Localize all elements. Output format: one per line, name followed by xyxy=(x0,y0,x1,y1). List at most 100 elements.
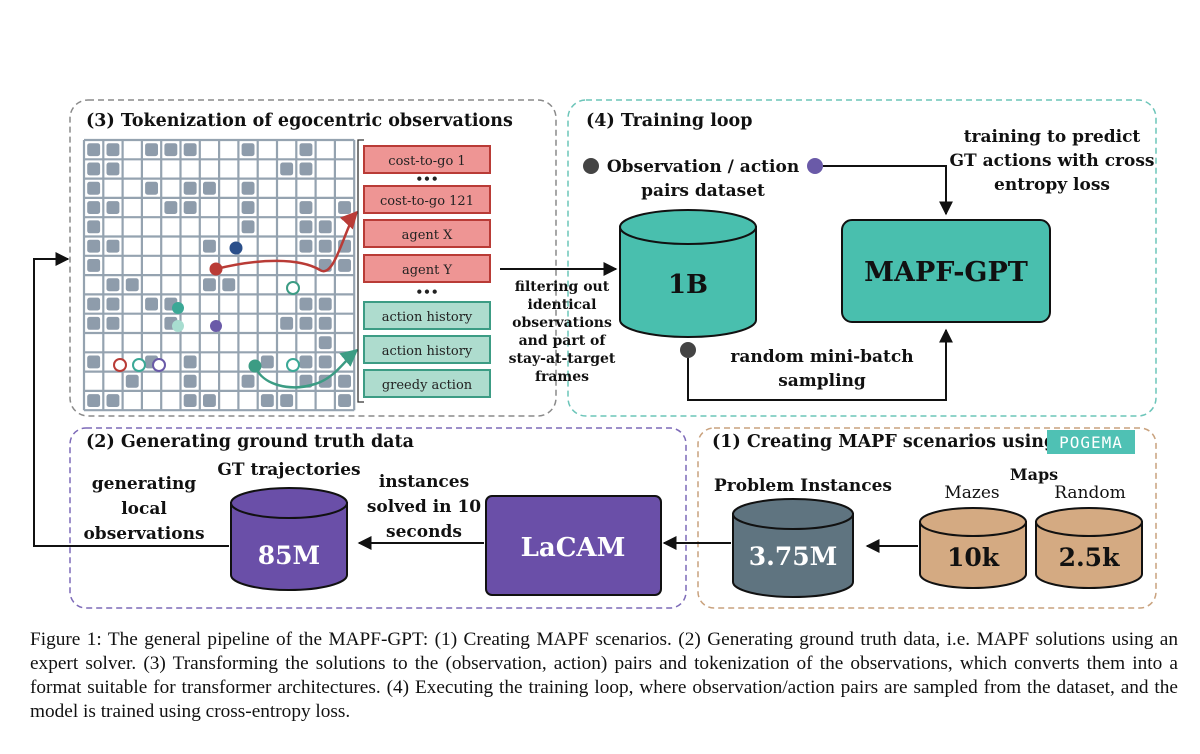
obstacle-cell xyxy=(203,394,216,407)
random-size: 2.5k xyxy=(1059,543,1120,572)
mapf-scenarios-section xyxy=(697,427,1157,609)
obstacle-cell xyxy=(164,143,178,157)
obstacle-cell xyxy=(260,355,274,369)
token-bracket xyxy=(357,139,364,403)
obstacle-cell xyxy=(183,201,197,214)
obstacle-cell xyxy=(299,297,313,311)
obstacle-cell xyxy=(318,336,332,350)
obstacle-cell xyxy=(183,355,197,369)
dataset-dot-right xyxy=(807,158,823,174)
obstacle-cell xyxy=(241,143,255,157)
obstacle-cell xyxy=(318,316,332,330)
token-ellipsis-top: ••• xyxy=(415,172,438,186)
obstacle-cell xyxy=(125,278,139,292)
light-teal-agent xyxy=(172,320,184,332)
navy-agent xyxy=(229,241,243,255)
obstacle-cell xyxy=(183,394,197,407)
token-cost-to-go-1 xyxy=(363,145,491,174)
filtering-note: filtering out identical observations and… xyxy=(509,279,616,385)
token-greedy-action-label: greedy action xyxy=(382,378,473,393)
obstacle-cell xyxy=(87,143,101,157)
token-action-history-2 xyxy=(363,335,491,364)
obstacle-cell xyxy=(106,162,120,176)
token-greedy-action xyxy=(363,369,491,398)
training-loop-title: (4) Training loop xyxy=(586,111,752,131)
dataset-label-line-1: Observation / action xyxy=(607,157,799,177)
obstacle-cell xyxy=(260,394,274,407)
agent-x-trajectory xyxy=(215,210,359,273)
obstacle-cell xyxy=(106,143,120,157)
obstacle-cell xyxy=(87,162,101,176)
dataset-dot-left xyxy=(583,158,599,174)
obstacle-cell xyxy=(241,220,255,234)
filtering-line-2: identical xyxy=(528,297,597,313)
obstacle-cell xyxy=(318,297,332,311)
obstacle-cell xyxy=(299,355,313,369)
obstacle-cell xyxy=(299,162,313,176)
red-goal xyxy=(113,358,127,372)
filtering-line-6: frames xyxy=(535,369,589,385)
token-action-history-1-label: action history xyxy=(382,310,473,325)
dataset-label-line-2: pairs dataset xyxy=(641,181,765,201)
dataset-cylinder: 1B xyxy=(619,209,757,338)
obstacle-cell xyxy=(318,355,332,369)
obstacle-cell xyxy=(222,278,236,292)
sampling-dot xyxy=(680,342,696,358)
mazes-size: 10k xyxy=(947,543,1000,572)
obstacle-cell xyxy=(87,355,101,369)
filtering-line-1: filtering out xyxy=(515,279,610,295)
obstacle-cell xyxy=(280,394,294,407)
obstacle-cell xyxy=(338,201,351,214)
ground-truth-title: (2) Generating ground truth data xyxy=(86,432,414,452)
obstacle-cell xyxy=(299,143,313,157)
token-cost-to-go-1-label: cost-to-go 1 xyxy=(388,154,465,169)
random-maps-cylinder: 2.5k xyxy=(1035,507,1143,589)
token-ellipsis-bottom: ••• xyxy=(415,285,438,299)
obstacle-cell xyxy=(87,181,101,195)
obstacle-cell xyxy=(338,394,351,407)
obstacle-cell xyxy=(299,220,313,234)
problem-instances-size: 3.75M xyxy=(749,542,838,571)
obstacle-cell xyxy=(203,239,216,253)
local-obs-line-3: observations xyxy=(83,524,204,544)
training-note-line-3: entropy loss xyxy=(994,175,1110,195)
teal-goal xyxy=(132,358,146,372)
sampling-line-1: random mini-batch xyxy=(730,347,913,367)
obstacle-cell xyxy=(106,394,120,407)
sampling-line-2: sampling xyxy=(778,371,866,391)
gt-to-tokenization-arrow xyxy=(33,252,229,547)
obstacle-cell xyxy=(145,297,158,311)
pogema-label: POGEMA xyxy=(1059,433,1123,452)
dataset-size: 1B xyxy=(668,270,708,300)
obstacle-cell xyxy=(183,143,197,157)
obstacle-cell xyxy=(299,201,313,214)
obstacle-cell xyxy=(145,181,158,195)
ground-truth-section xyxy=(69,427,687,609)
token-action-history-2-label: action history xyxy=(382,344,473,359)
obstacle-cell xyxy=(299,239,313,253)
problem-instances-cylinder: 3.75M xyxy=(732,498,854,598)
training-note-line-1: training to predict xyxy=(964,127,1141,147)
token-action-history-1 xyxy=(363,301,491,330)
obstacle-cell xyxy=(106,239,120,253)
random-label: Random xyxy=(1054,483,1126,503)
figure-caption: Figure 1: The general pipeline of the MA… xyxy=(30,629,1178,722)
obstacle-cell xyxy=(87,220,101,234)
teal-agent xyxy=(172,302,184,314)
mazes-cylinder: 10k xyxy=(919,507,1027,589)
training-note-line-2: GT actions with cross xyxy=(950,151,1155,171)
green-goal xyxy=(286,281,300,295)
filtering-line-3: observations xyxy=(512,315,612,331)
mapf-scenarios-title: (1) Creating MAPF scenarios using xyxy=(712,432,1056,452)
solved-line-2: solved in 10 xyxy=(367,497,481,517)
mapf-gpt-model xyxy=(841,219,1051,323)
local-obs-line-2: local xyxy=(121,499,167,519)
obstacle-cell xyxy=(125,374,139,388)
dataset-to-model-arrow xyxy=(823,165,953,216)
obstacle-cell xyxy=(203,278,216,292)
token-agent-x xyxy=(363,219,491,248)
obstacle-cell xyxy=(299,316,313,330)
grid-map xyxy=(82,138,356,412)
pogema-badge xyxy=(1047,430,1135,454)
obstacle-cell xyxy=(164,201,178,214)
